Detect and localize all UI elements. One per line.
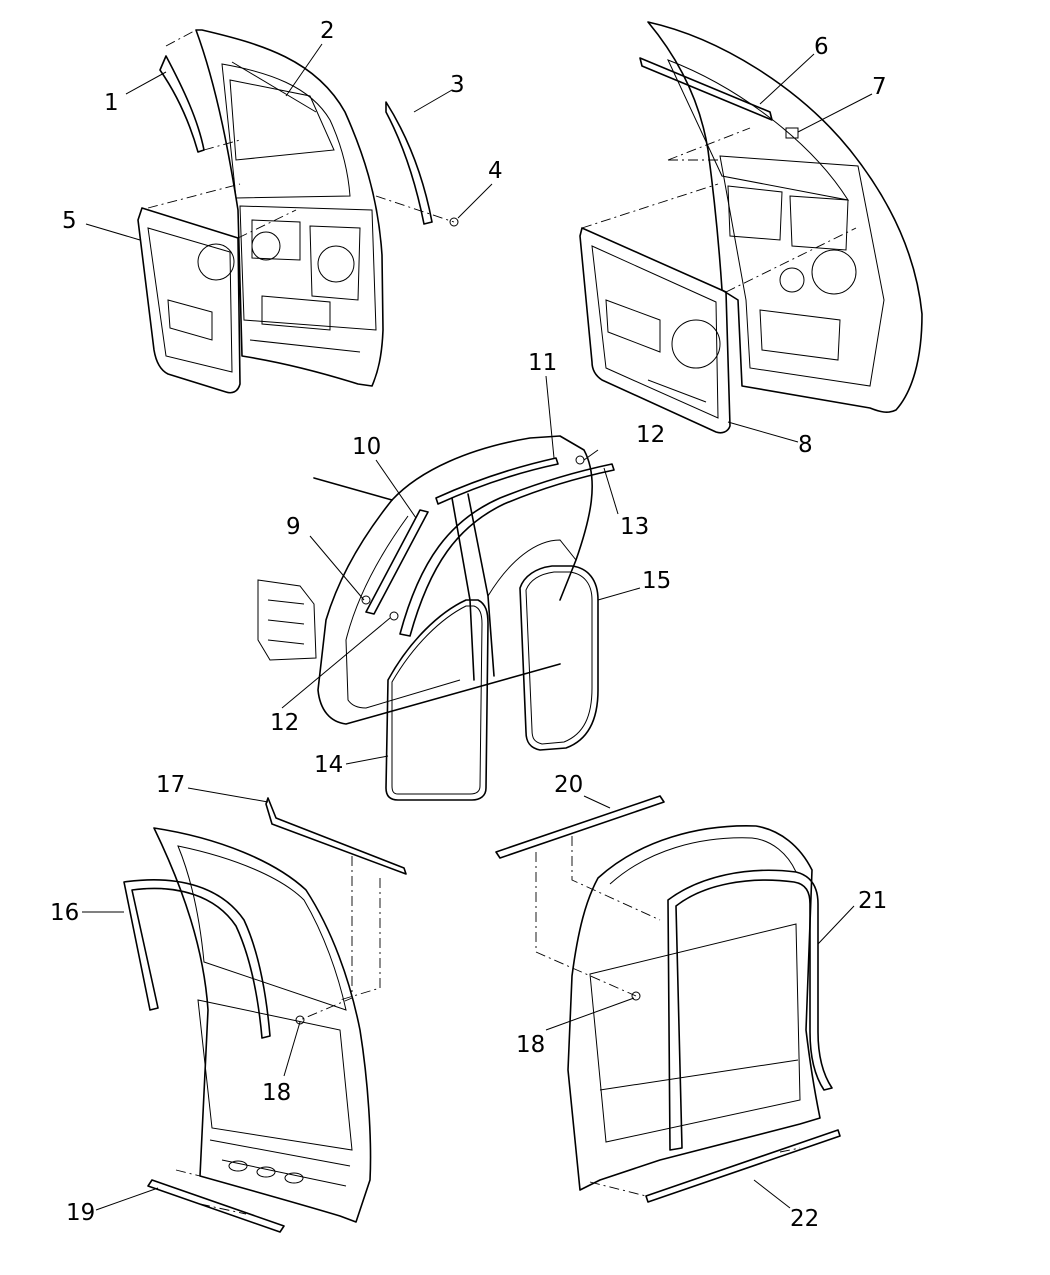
callout-21: 21 — [858, 888, 887, 914]
callout-4: 4 — [488, 158, 503, 184]
callout-7: 7 — [872, 74, 887, 100]
callout-22: 22 — [790, 1206, 819, 1232]
rear-door-assembly — [137, 29, 459, 394]
callout-20: 20 — [554, 772, 583, 798]
callout-6: 6 — [814, 34, 829, 60]
body-side-aperture — [257, 435, 615, 801]
callout-16: 16 — [50, 900, 79, 926]
callout-labels: 1 2 3 4 5 6 7 8 9 10 11 12 12 13 14 15 1… — [50, 18, 887, 1232]
callout-12-top: 12 — [636, 422, 665, 448]
callout-3: 3 — [450, 72, 465, 98]
callout-19: 19 — [66, 1200, 95, 1226]
callout-2: 2 — [320, 18, 335, 44]
callout-15: 15 — [642, 568, 671, 594]
leader-lines — [82, 43, 873, 1211]
callout-18-left: 18 — [262, 1080, 291, 1106]
callout-17: 17 — [156, 772, 185, 798]
front-door-assembly — [579, 21, 923, 434]
callout-18-right: 18 — [516, 1032, 545, 1058]
callout-8: 8 — [798, 432, 813, 458]
front-door-frame — [495, 795, 841, 1203]
callout-14: 14 — [314, 752, 343, 778]
callout-12-bottom: 12 — [270, 710, 299, 736]
callout-11: 11 — [528, 350, 557, 376]
callout-10: 10 — [352, 434, 381, 460]
callout-13: 13 — [620, 514, 649, 540]
callout-5: 5 — [62, 208, 77, 234]
callout-1: 1 — [104, 90, 119, 116]
rear-door-frame — [123, 797, 407, 1233]
callout-9: 9 — [286, 514, 301, 540]
